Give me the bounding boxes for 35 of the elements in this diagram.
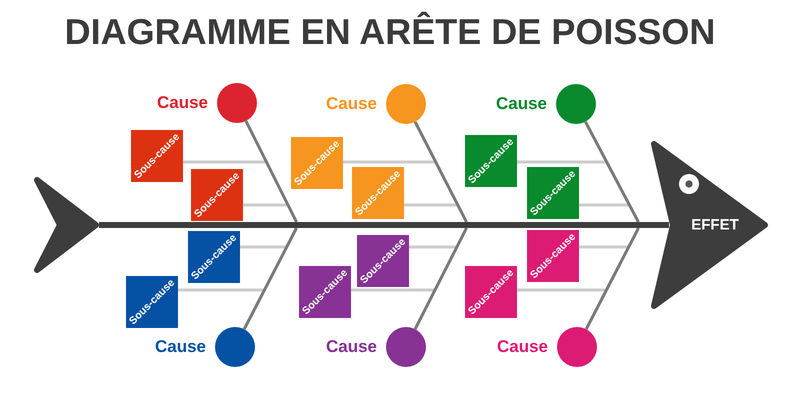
sub-cause-line [517, 160, 607, 164]
cause-bone-line [584, 121, 640, 223]
sub-cause-line [351, 288, 435, 292]
cause-circle [386, 327, 426, 367]
sub-cause-line [240, 246, 287, 248]
title: DIAGRAMME EN ARÊTE DE POISSON [64, 12, 716, 52]
fish-spine-bar [99, 222, 669, 228]
sub-cause-line [579, 246, 629, 248]
cause-bone-line [414, 227, 468, 330]
cause-circle [215, 327, 255, 367]
effect-label: EFFET [691, 216, 739, 234]
cause-bone-line [414, 121, 468, 223]
sub-cause-line [183, 160, 266, 164]
sub-cause-line [517, 288, 606, 292]
cause-bone-line [244, 120, 298, 223]
sub-cause-line [579, 204, 630, 206]
sub-cause-line [409, 246, 457, 248]
cause-label: Cause [326, 336, 377, 357]
cause-bone-line [242, 227, 298, 330]
cause-circle [386, 84, 426, 124]
cause-label: Cause [496, 336, 548, 357]
cause-circle [217, 83, 257, 123]
cause-label: Cause [156, 92, 208, 113]
sub-cause-line [404, 204, 458, 206]
sub-cause-line [343, 160, 436, 164]
cause-label: Cause [154, 336, 206, 357]
cause-label: Cause [496, 93, 547, 114]
cause-label: Cause [326, 93, 377, 114]
fish-tail [33, 176, 99, 274]
cause-circle [556, 84, 596, 124]
cause-bone-line [584, 227, 640, 330]
sub-cause-line [243, 204, 288, 206]
sub-cause-line [178, 288, 264, 292]
fish-head [650, 140, 770, 310]
cause-circle [557, 327, 597, 367]
